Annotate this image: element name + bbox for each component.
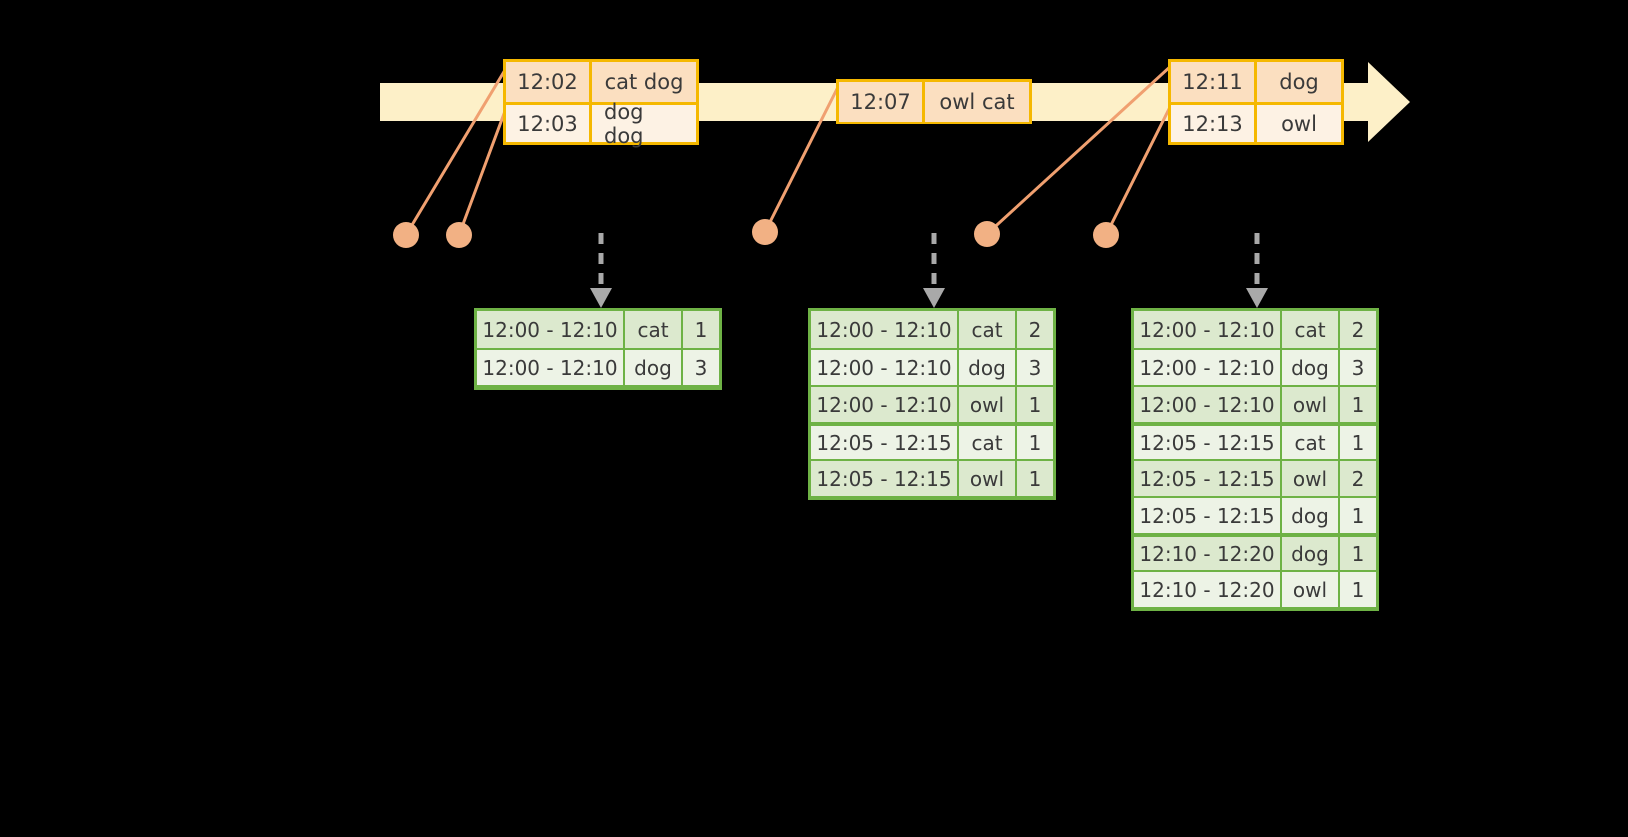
event-words: owl cat: [925, 82, 1029, 122]
event-time: 12:02: [506, 62, 592, 102]
animal-cell: dog: [1282, 498, 1340, 533]
count-cell: 2: [1017, 311, 1053, 348]
animal-cell: cat: [959, 426, 1017, 459]
animal-cell: dog: [1282, 350, 1340, 385]
animal-cell: dog: [1282, 537, 1340, 570]
event-box-3[interactable]: 12:11 dog 12:13 owl: [1168, 59, 1344, 145]
source-dot-1: [393, 222, 419, 248]
window-cell: 12:00 - 12:10: [811, 311, 959, 348]
window-cell: 12:00 - 12:10: [1134, 350, 1282, 385]
down-arrow-1: [590, 233, 612, 308]
animal-cell: cat: [1282, 426, 1340, 459]
source-dot-4: [974, 221, 1000, 247]
connector-line-3: [763, 81, 842, 234]
connector-line-1: [404, 63, 510, 237]
down-arrow-3: [1246, 233, 1268, 308]
window-cell: 12:00 - 12:10: [1134, 387, 1282, 422]
event-words: dog dog: [592, 100, 696, 148]
animal-cell: owl: [1282, 461, 1340, 496]
animal-cell: dog: [959, 350, 1017, 385]
count-cell: 1: [1340, 426, 1376, 459]
window-cell: 12:05 - 12:15: [1134, 461, 1282, 496]
window-cell: 12:05 - 12:15: [811, 461, 959, 496]
window-cell: 12:00 - 12:10: [477, 350, 625, 385]
source-dot-5: [1093, 222, 1119, 248]
window-cell: 12:05 - 12:15: [1134, 498, 1282, 533]
count-cell: 3: [1017, 350, 1053, 385]
count-cell: 1: [1340, 387, 1376, 422]
count-cell: 1: [1340, 498, 1376, 533]
source-dot-3: [752, 219, 778, 245]
window-cell: 12:10 - 12:20: [1134, 537, 1282, 570]
animal-cell: owl: [1282, 572, 1340, 607]
event-time: 12:11: [1171, 62, 1257, 102]
window-cell: 12:10 - 12:20: [1134, 572, 1282, 607]
count-cell: 1: [1340, 537, 1376, 570]
event-time: 12:07: [839, 82, 925, 122]
count-cell: 3: [1340, 350, 1376, 385]
count-cell: 1: [1017, 426, 1053, 459]
count-cell: 1: [1017, 461, 1053, 496]
event-box-2[interactable]: 12:07 owl cat: [836, 79, 1032, 124]
count-cell: 1: [683, 311, 719, 348]
animal-cell: cat: [625, 311, 683, 348]
animal-cell: dog: [625, 350, 683, 385]
event-words: cat dog: [592, 62, 696, 102]
window-cell: 12:05 - 12:15: [811, 426, 959, 459]
count-cell: 3: [683, 350, 719, 385]
count-cell: 1: [1017, 387, 1053, 422]
event-words: dog: [1257, 62, 1341, 102]
event-row[interactable]: 12:07 owl cat: [839, 82, 1029, 122]
event-row[interactable]: 12:03 dog dog: [506, 100, 696, 148]
event-row[interactable]: 12:13 owl: [1171, 102, 1341, 142]
count-cell: 2: [1340, 461, 1376, 496]
window-cell: 12:00 - 12:10: [811, 387, 959, 422]
event-box-1[interactable]: 12:02 cat dog 12:03 dog dog: [503, 59, 699, 148]
count-cell: 1: [1340, 572, 1376, 607]
event-time: 12:03: [506, 105, 592, 142]
count-cell: 2: [1340, 311, 1376, 348]
window-cell: 12:00 - 12:10: [811, 350, 959, 385]
down-arrow-2: [923, 233, 945, 308]
window-cell: 12:05 - 12:15: [1134, 426, 1282, 459]
window-cell: 12:00 - 12:10: [477, 311, 625, 348]
animal-cell: cat: [1282, 311, 1340, 348]
event-time: 12:13: [1171, 105, 1257, 142]
window-cell: 12:00 - 12:10: [1134, 311, 1282, 348]
source-dot-2: [446, 222, 472, 248]
animal-cell: cat: [959, 311, 1017, 348]
connector-line-2: [457, 101, 510, 237]
animal-cell: owl: [959, 461, 1017, 496]
connector-dots-group: [393, 219, 1119, 248]
event-row[interactable]: 12:02 cat dog: [506, 62, 696, 102]
event-words: owl: [1257, 105, 1341, 142]
animal-cell: owl: [1282, 387, 1340, 422]
down-arrows-group: [590, 233, 1268, 308]
event-row[interactable]: 12:11 dog: [1171, 62, 1341, 102]
animal-cell: owl: [959, 387, 1017, 422]
connector-line-5: [1104, 101, 1174, 237]
